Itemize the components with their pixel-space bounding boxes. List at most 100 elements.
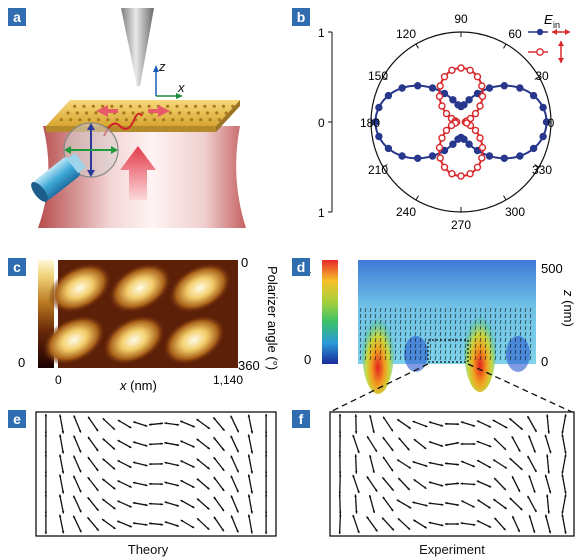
field-arrow bbox=[429, 349, 432, 355]
vector-arrow bbox=[461, 500, 475, 508]
vector-arrowhead bbox=[87, 517, 90, 520]
vector-arrow bbox=[87, 476, 99, 492]
field-arrow bbox=[499, 337, 502, 343]
field-arrow bbox=[389, 313, 392, 319]
vector-arrow bbox=[87, 416, 99, 432]
vector-arrowhead bbox=[398, 478, 401, 481]
field-arrow bbox=[429, 319, 432, 325]
vector-arrowhead bbox=[476, 480, 480, 483]
vector-arrowhead bbox=[407, 447, 410, 451]
nanohole bbox=[75, 111, 79, 115]
nanohole bbox=[101, 104, 105, 108]
vector-arrowhead bbox=[561, 471, 564, 474]
field-arrow bbox=[459, 313, 462, 319]
vector-arrowhead bbox=[428, 502, 431, 505]
vector-arrowhead bbox=[412, 420, 416, 424]
field-arrow bbox=[414, 313, 417, 319]
field-arrow bbox=[454, 307, 457, 313]
angle-300: 300 bbox=[505, 205, 525, 219]
vector-arrowhead bbox=[87, 457, 91, 460]
vector-arrowhead bbox=[561, 434, 564, 437]
field-arrow bbox=[524, 355, 527, 361]
field-arrow bbox=[529, 307, 532, 313]
vector-arrowhead bbox=[73, 495, 76, 499]
vector-arrowhead bbox=[96, 508, 99, 511]
vector-arrowhead bbox=[564, 451, 567, 454]
field-arrow bbox=[374, 313, 377, 319]
field-arrow bbox=[514, 331, 517, 337]
vector-arrowhead bbox=[338, 434, 342, 437]
field-arrow bbox=[529, 343, 532, 349]
field-arrow bbox=[499, 313, 502, 319]
vector-arrowhead bbox=[149, 462, 152, 466]
vector-arrowhead bbox=[44, 471, 48, 474]
vector-arrowhead bbox=[102, 498, 105, 502]
vector-arrowhead bbox=[476, 420, 480, 423]
theory-vector-field bbox=[35, 411, 277, 537]
angle-90: 90 bbox=[454, 12, 468, 26]
blue-series-point bbox=[454, 101, 462, 109]
field-arrow bbox=[519, 337, 522, 343]
intensity-lobe bbox=[168, 262, 232, 314]
field-arrow bbox=[394, 331, 397, 337]
vector-arrowhead bbox=[44, 494, 48, 497]
vector-arrowhead bbox=[236, 509, 239, 513]
vector-arrowhead bbox=[413, 439, 417, 442]
vector-arrowhead bbox=[544, 514, 548, 518]
c-right-label: Polarizer angle (°) bbox=[265, 266, 280, 370]
vector-arrowhead bbox=[369, 495, 372, 498]
field-arrow bbox=[359, 313, 362, 319]
vector-arrowhead bbox=[503, 447, 506, 450]
vector-arrowhead bbox=[456, 503, 459, 506]
field-arrow bbox=[529, 325, 532, 331]
intensity-lobe bbox=[48, 262, 112, 314]
field-arrow bbox=[419, 355, 422, 361]
field-arrow bbox=[369, 355, 372, 361]
vector-arrowhead bbox=[207, 487, 210, 490]
field-arrow bbox=[514, 343, 517, 349]
vector-arrow bbox=[544, 514, 552, 534]
field-arrow bbox=[529, 355, 532, 361]
field-arrow bbox=[429, 337, 432, 343]
vector-arrow bbox=[164, 481, 180, 487]
vector-arrowhead bbox=[564, 491, 567, 494]
vector-arrow bbox=[444, 442, 460, 446]
field-arrow bbox=[474, 307, 477, 313]
field-arrow bbox=[499, 349, 502, 355]
field-arrow bbox=[374, 319, 377, 325]
vector-arrowhead bbox=[180, 500, 184, 503]
vector-arrowhead bbox=[396, 499, 400, 502]
nanohole bbox=[168, 111, 172, 115]
field-arrow bbox=[419, 313, 422, 319]
field-arrow bbox=[439, 325, 442, 331]
red-series-point bbox=[478, 82, 486, 90]
nanohole bbox=[178, 111, 182, 115]
panel-label-f: f bbox=[292, 410, 310, 428]
field-arrow bbox=[454, 349, 457, 355]
field-arrow bbox=[404, 313, 407, 319]
panel-c-map: 1 0 0 1,140 x (nm) 0 360 Polarizer angle… bbox=[18, 255, 280, 393]
vector-arrowhead bbox=[61, 531, 65, 534]
vector-arrow bbox=[212, 436, 225, 452]
vector-arrow bbox=[528, 475, 536, 493]
polar-tick bbox=[415, 43, 419, 49]
panel-label-a: a bbox=[8, 8, 26, 26]
field-arrow bbox=[464, 343, 467, 349]
field-arrow bbox=[384, 349, 387, 355]
field-arrow bbox=[379, 319, 382, 325]
field-arrow bbox=[384, 313, 387, 319]
field-arrow bbox=[364, 313, 367, 319]
field-arrow bbox=[479, 337, 482, 343]
vector-arrowhead bbox=[213, 457, 216, 460]
vector-arrowhead bbox=[145, 483, 148, 487]
field-arrow bbox=[414, 319, 417, 325]
vector-arrow bbox=[561, 414, 567, 434]
vector-arrowhead bbox=[73, 435, 76, 439]
vector-arrowhead bbox=[383, 456, 386, 460]
vector-arrowhead bbox=[440, 444, 444, 447]
vector-arrowhead bbox=[338, 474, 342, 477]
vector-arrowhead bbox=[133, 461, 136, 464]
vector-arrow bbox=[117, 480, 132, 488]
vector-arrowhead bbox=[61, 431, 65, 434]
vector-arrow bbox=[382, 496, 394, 512]
